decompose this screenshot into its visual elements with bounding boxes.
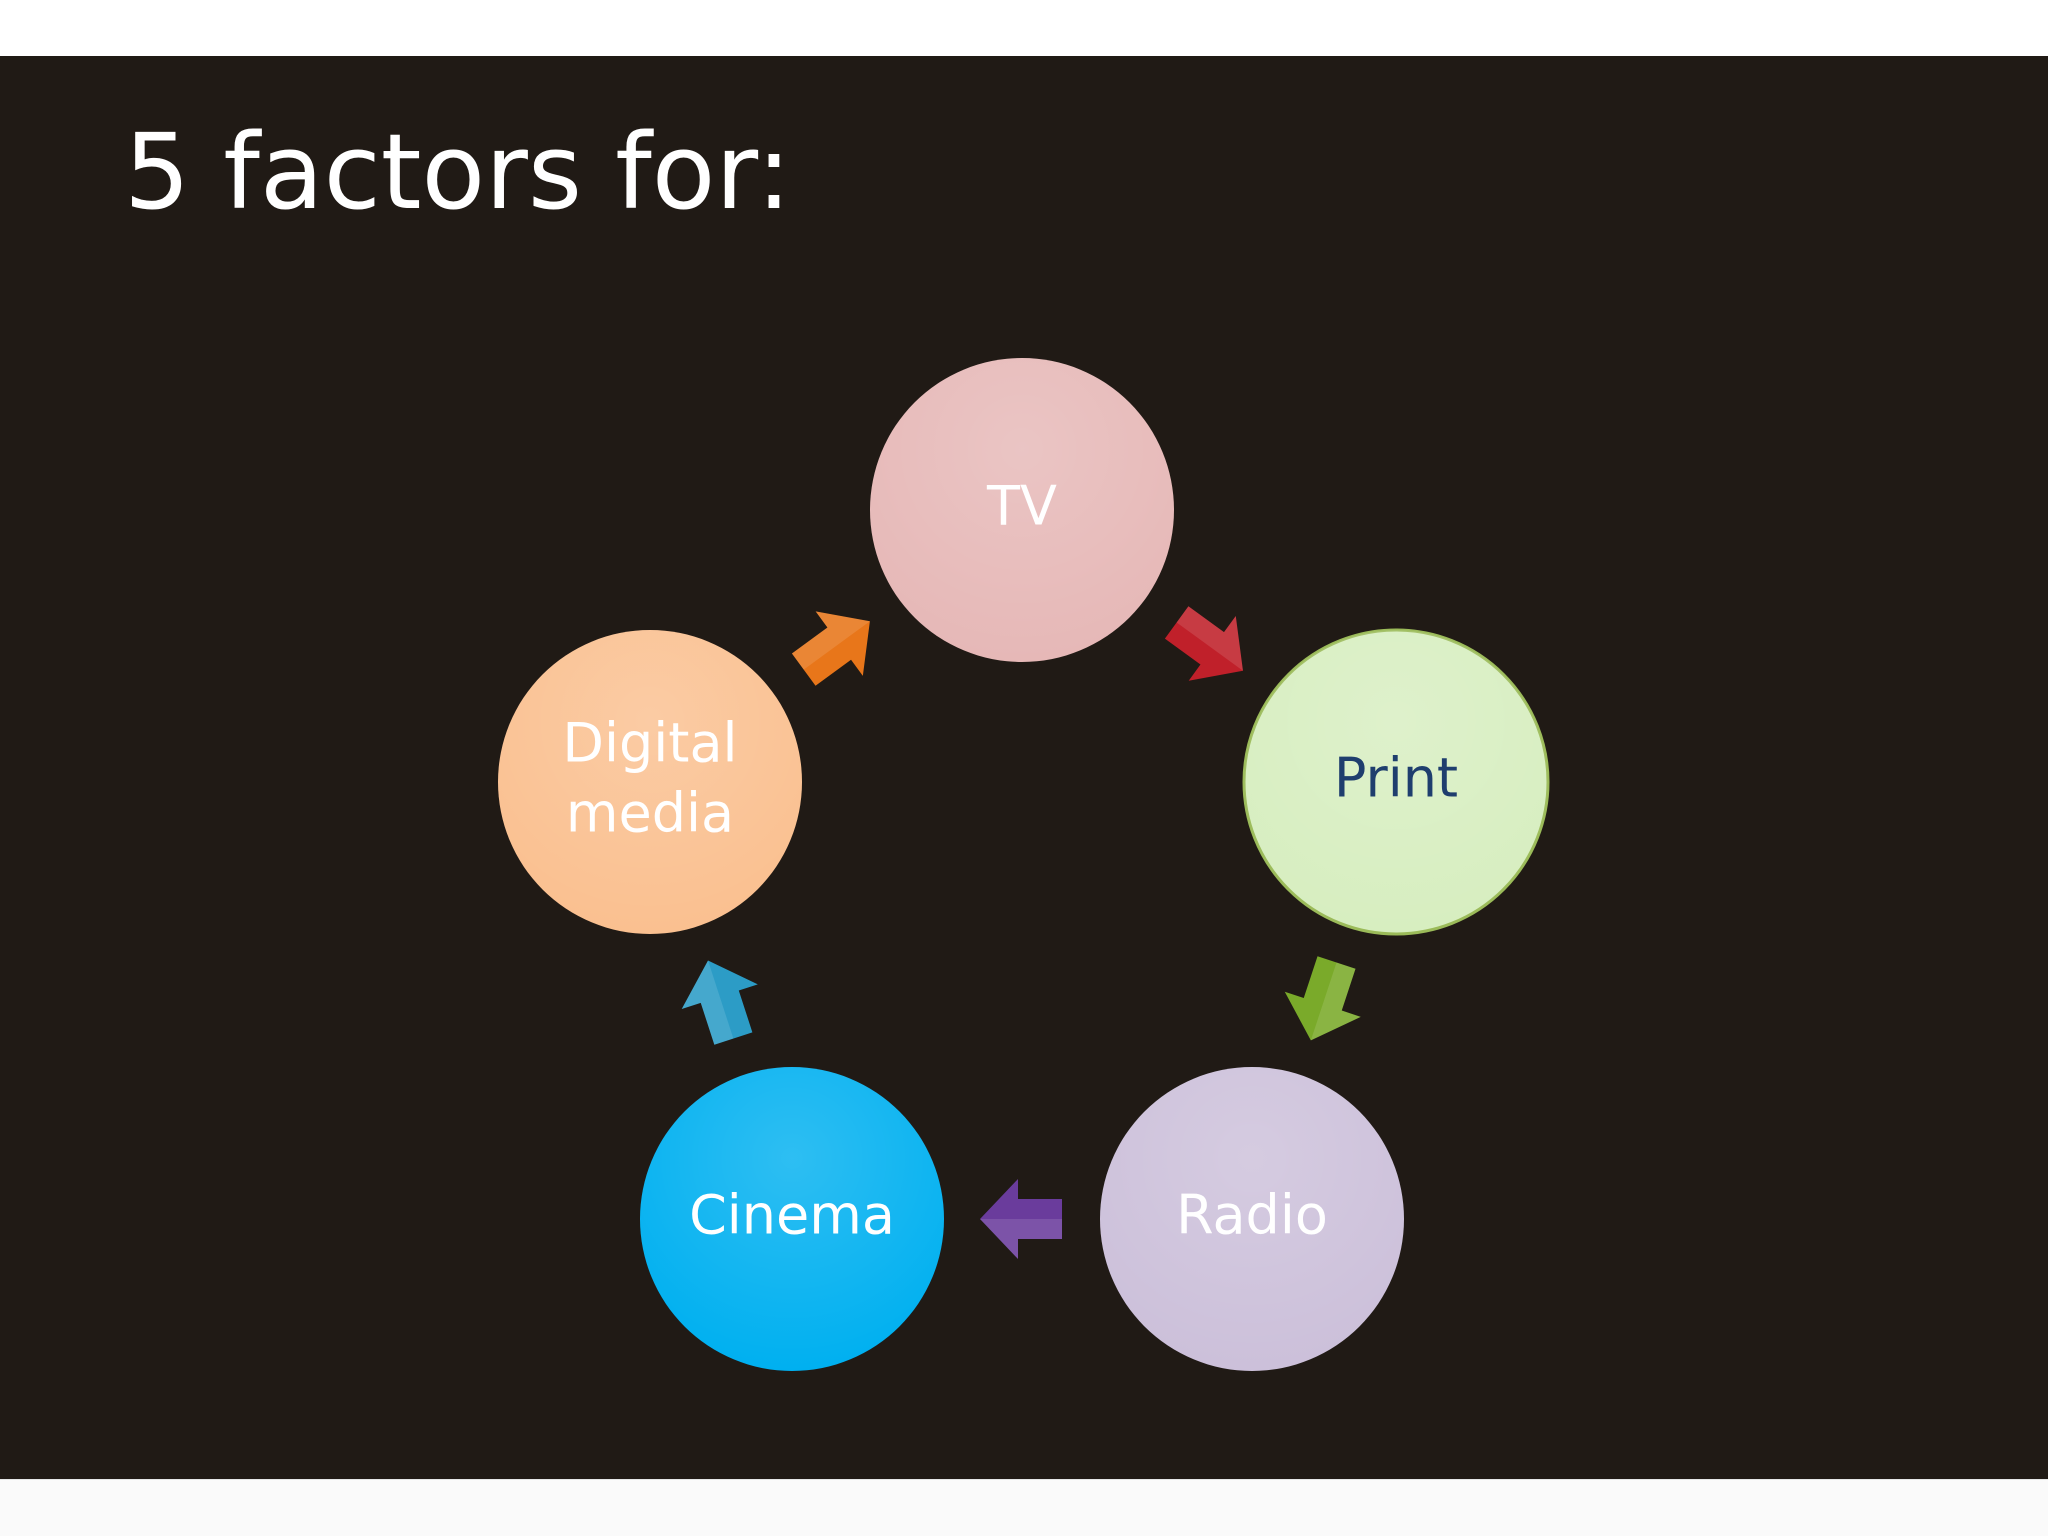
arrow-radio-to-cinema-shape <box>980 1179 1062 1259</box>
arrow-cinema-to-digital-media-highlight <box>681 960 734 1045</box>
arrow-digital-media-to-tv-shape <box>791 611 870 686</box>
node-radio: Radio <box>1100 1067 1404 1371</box>
arrow-tv-to-print <box>1164 606 1243 681</box>
arrow-radio-to-cinema-highlight <box>980 1219 1062 1259</box>
arrows-layer <box>681 606 1361 1259</box>
arrow-digital-media-to-tv-highlight <box>791 611 870 670</box>
node-radio-shine <box>1100 1067 1404 1371</box>
node-radio-label: Radio <box>1176 1184 1328 1247</box>
node-digital-media-shine <box>498 630 802 934</box>
node-print: Print <box>1242 628 1550 936</box>
node-print-label: Print <box>1334 747 1458 810</box>
node-tv-shine <box>870 358 1174 662</box>
arrow-cinema-to-digital-media <box>681 960 758 1045</box>
arrow-radio-to-cinema <box>980 1179 1062 1259</box>
slide <box>0 56 2048 1479</box>
arrow-print-to-radio-shape <box>1284 956 1361 1041</box>
node-cinema: Cinema <box>640 1067 944 1371</box>
slide-title: 5 factors for: <box>124 111 792 233</box>
arrow-tv-to-print-shape <box>1164 606 1243 681</box>
node-print-shine <box>1244 630 1548 934</box>
arrow-print-to-radio <box>1284 956 1361 1041</box>
node-cinema-label: Cinema <box>689 1184 895 1247</box>
node-tv-label: TV <box>986 475 1057 538</box>
top-bar <box>0 0 2048 56</box>
node-tv: TV <box>870 358 1174 662</box>
node-digital-media: Digital media <box>498 630 802 934</box>
arrow-cinema-to-digital-media-shape <box>681 960 758 1045</box>
arrow-print-to-radio-highlight <box>1310 962 1361 1041</box>
arrow-digital-media-to-tv <box>791 611 870 686</box>
node-cinema-shine <box>640 1067 944 1371</box>
node-digital-media-label: media <box>566 782 734 845</box>
node-digital-media-label: Digital <box>562 712 737 775</box>
arrow-tv-to-print-highlight <box>1176 606 1243 671</box>
bottom-bar <box>0 1479 2048 1536</box>
